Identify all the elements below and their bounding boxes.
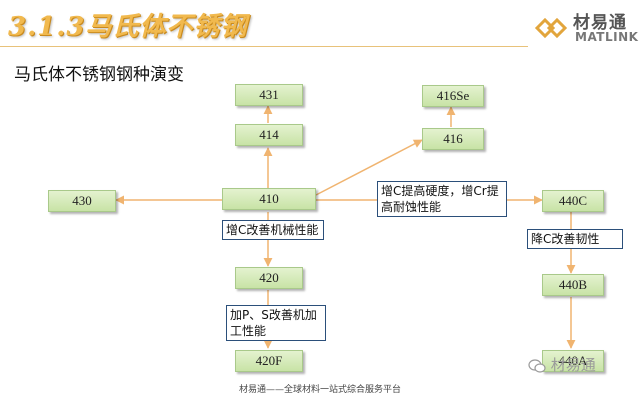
note-ps-machining: 加P、S改善机加工性能 — [226, 305, 326, 341]
logo-name-cn: 材易通 — [573, 13, 627, 33]
logo-name-en: MATLINK — [575, 30, 639, 44]
node-416se: 416Se — [422, 85, 484, 107]
node-410: 410 — [222, 188, 316, 210]
node-440b: 440B — [542, 274, 604, 296]
wechat-icon — [528, 358, 546, 373]
node-420f: 420F — [235, 350, 303, 372]
node-440c: 440C — [542, 190, 604, 212]
diagram-subtitle: 马氏体不锈钢钢种演变 — [14, 65, 184, 85]
note-c-toughness: 降C改善韧性 — [527, 229, 623, 249]
wechat-watermark-text: 材易通 — [550, 356, 596, 374]
header-divider — [0, 46, 528, 47]
node-420: 420 — [235, 267, 303, 289]
arrow-410-416 — [315, 139, 423, 196]
matlink-logo: 材易通 MATLINK — [533, 8, 639, 48]
footer-text: 材易通——全球材料一站式综合服务平台 — [238, 385, 401, 395]
note-c-mechanical: 增C改善机械性能 — [222, 220, 324, 240]
matlink-logo-icon — [534, 17, 568, 39]
node-431: 431 — [235, 84, 303, 106]
page-header-title: 3.1.3马氏体不锈钢 — [8, 12, 248, 42]
node-416: 416 — [422, 128, 484, 150]
node-414: 414 — [235, 124, 303, 146]
note-c-hardness-cr-corrosion: 增C提高硬度，增Cr提高耐蚀性能 — [377, 181, 507, 217]
node-440a: 440A — [542, 350, 604, 372]
node-430: 430 — [48, 190, 116, 212]
wechat-watermark: 材易通 — [528, 354, 596, 375]
